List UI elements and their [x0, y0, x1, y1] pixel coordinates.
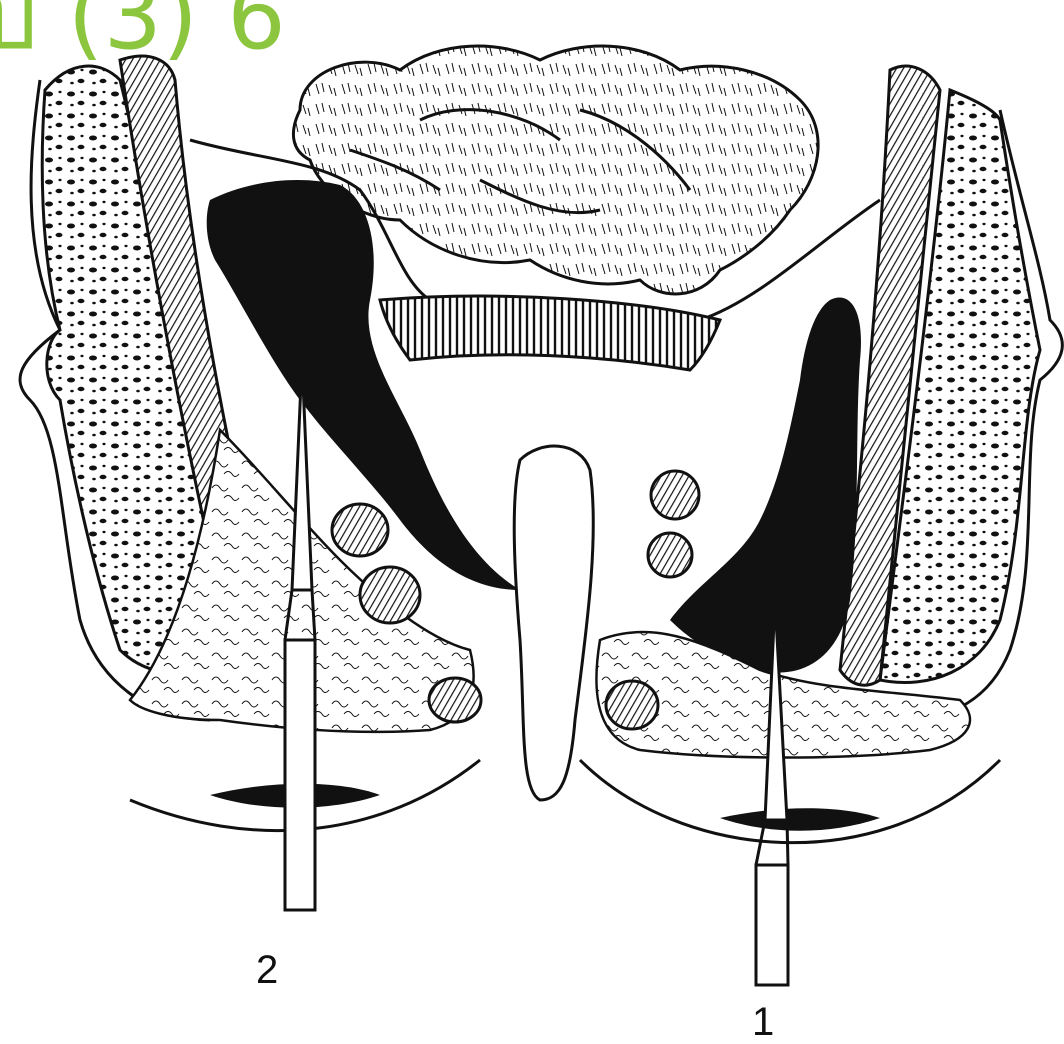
- anal-canal: [514, 446, 593, 800]
- right-skin-incision: [720, 808, 880, 831]
- rectal-wall: [380, 296, 720, 370]
- needle-2-label: 2: [256, 948, 278, 992]
- needle-1-label: 1: [752, 1000, 774, 1044]
